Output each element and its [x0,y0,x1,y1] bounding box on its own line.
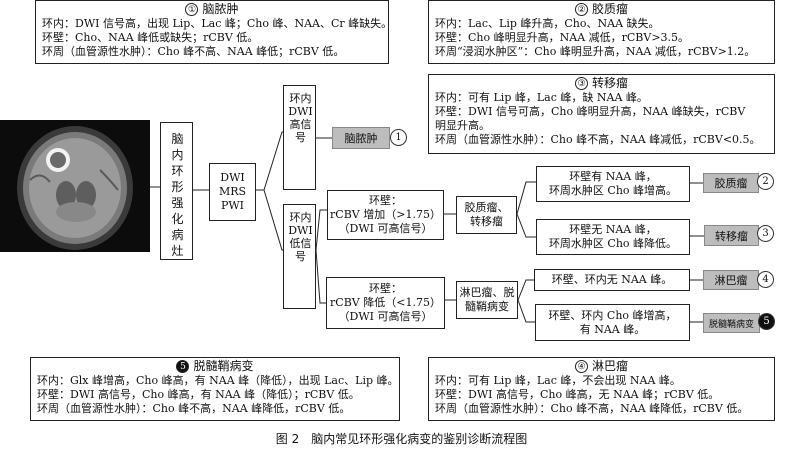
demyelination-condition-line-2: 有 NAA 峰。 [579,322,646,336]
demyelination-line-2: 环壁：DWI 高信号，Cho 峰高，有 NAA 峰（降低）；rCBV 低。 [37,388,360,401]
dwi-low-label: 环内 DWI 低信号 [288,211,313,263]
lymphoma-condition-node: 环壁、环内无 NAA 峰。 [534,269,690,291]
method-node: DWI MRS PWI [209,163,256,221]
demyelination-tag: 脱髓鞘病变 [703,313,760,333]
metastasis-tag: 转移瘤 [704,225,759,246]
glioma-tag: 胶质瘤 [703,173,759,193]
demyelination-condition-line-1: 环壁、环内 Cho 峰增高， [548,308,677,322]
wall-low-line-3: （DWI 可高信号） [338,310,433,323]
glioma-condition-line-1: 环壁有 NAA 峰， [569,170,657,183]
lymphoma-line-3: 环周（血管源性水肿）：Cho 峰不高，NAA 峰降低，rCBV 低。 [435,402,749,415]
lymphoma-line-2: 环壁：DWI 高信号，Cho 峰高，无 NAA 峰；rCBV 低。 [435,388,720,401]
number-badge-4: ④ [574,360,588,373]
metastasis-line-2: 环壁：DWI 信号可高，Cho 峰明显升高，NAA 峰缺失，rCBV [435,105,746,118]
lymphoma-line-1: 环内：可有 Lip 峰，Lac 峰，不会出现 NAA 峰。 [435,374,681,387]
wall-high-line-1: 环壁： [369,194,402,207]
abscess-tag: 脑脓肿 [332,127,390,149]
wall-low-node: 环壁： rCBV 降低（<1.75） （DWI 可高信号） [326,277,445,329]
metastasis-condition-node: 环壁无 NAA 峰， 环周水肿区 Cho 峰降低。 [536,219,690,255]
glioma-condition-line-2: 环周水肿区 Cho 峰增高。 [548,184,678,197]
root-label: 脑内环形强化病灶 [171,132,184,258]
metastasis-condition-line-1: 环壁无 NAA 峰， [569,223,657,236]
brain-abscess-line-1: 环内：DWI 信号高，出现 Lip、Lac 峰；Cho 峰、NAA、Cr 峰缺失… [42,17,393,30]
glioma-number-icon: 2 [757,173,774,190]
glioma-line-3: 环周“浸润水肿区”：Cho 峰明显升高，NAA 减低，rCBV>1.2。 [435,45,756,58]
wall-low-line-1: 环壁： [369,282,402,295]
wall-high-line-2: rCBV 增加（>1.75） [330,208,441,221]
wall-low-line-2: rCBV 降低（<1.75） [330,296,441,309]
lymphoma-demyelination-line-2: 髓鞘病变 [465,300,509,313]
wall-high-node: 环壁： rCBV 增加（>1.75） （DWI 可高信号） [327,190,444,240]
lymphoma-tag: 淋巴瘤 [703,270,759,290]
method-pwi: PWI [220,199,245,212]
metastasis-condition-line-2: 环周水肿区 Cho 峰降低。 [548,237,678,250]
glioma-line-2: 环壁：Cho 峰明显升高，NAA 减低，rCBV>3.5。 [435,31,690,44]
dwi-high-label: 环内 DWI 高信号 [288,92,313,144]
brain-abscess-line-2: 环壁：Cho、NAA 峰低或缺失；rCBV 低。 [42,31,259,44]
glioma-metastasis-node: 胶质瘤、 转移瘤 [456,196,517,234]
lymphoma-condition-label: 环壁、环内无 NAA 峰。 [551,273,673,286]
brain-abscess-line-3: 环周（血管源性水肿）：Cho 峰不高、NAA 峰低；rCBV 低。 [42,45,345,58]
glioma-metastasis-line-2: 转移瘤 [470,215,503,228]
method-dwi: DWI [220,171,245,184]
number-badge-2: ② [574,3,588,16]
number-badge-5: 5 [176,360,190,373]
glioma-condition-node: 环壁有 NAA 峰， 环周水肿区 Cho 峰增高。 [536,166,690,202]
metastasis-line-3: 明显升高。 [435,119,490,132]
demyelination-condition-node: 环壁、环内 Cho 峰增高， 有 NAA 峰。 [535,304,690,341]
lymphoma-number-icon: 4 [757,271,774,288]
lymphoma-demyelination-node: 淋巴瘤、脱 髓鞘病变 [456,281,518,319]
glioma-metastasis-line-1: 胶质瘤、 [464,201,509,214]
demyelination-line-3: 环周（血管源性水肿）：Cho 峰不高，NAA 峰降低，rCBV 低。 [37,402,351,415]
demyelination-line-1: 环内：Glx 峰增高，Cho 峰高，有 NAA 峰（降低），出现 Lac、Lip… [37,374,399,387]
glioma-line-1: 环内：Lac、Lip 峰升高，Cho、NAA 缺失。 [435,17,660,30]
method-mrs: MRS [218,185,247,198]
dwi-low-node: 环内 DWI 低信号 [283,204,316,309]
root-node: 脑内环形强化病灶 [160,122,193,260]
abscess-number-icon: 1 [390,129,407,146]
metastasis-line-1: 环内：可有 Lip 峰，Lac 峰，缺 NAA 峰。 [435,91,648,104]
demyelination-number-icon: 5 [758,313,775,330]
wall-high-line-3: （DWI 可高信号） [338,222,433,235]
number-badge-1: ① [185,3,199,16]
number-badge-3: ③ [574,77,588,90]
mri-brain-image [0,120,150,252]
metastasis-line-4: 环周（血管源性水肿）：Cho 峰不高，NAA 峰减低，rCBV<0.5。 [435,133,761,146]
figure-caption: 图 2 脑内常见环形强化病变的鉴别诊断流程图 [275,432,528,446]
dwi-high-node: 环内 DWI 高信号 [283,85,316,190]
lymphoma-demyelination-line-1: 淋巴瘤、脱 [459,286,515,299]
metastasis-number-icon: 3 [757,225,774,242]
